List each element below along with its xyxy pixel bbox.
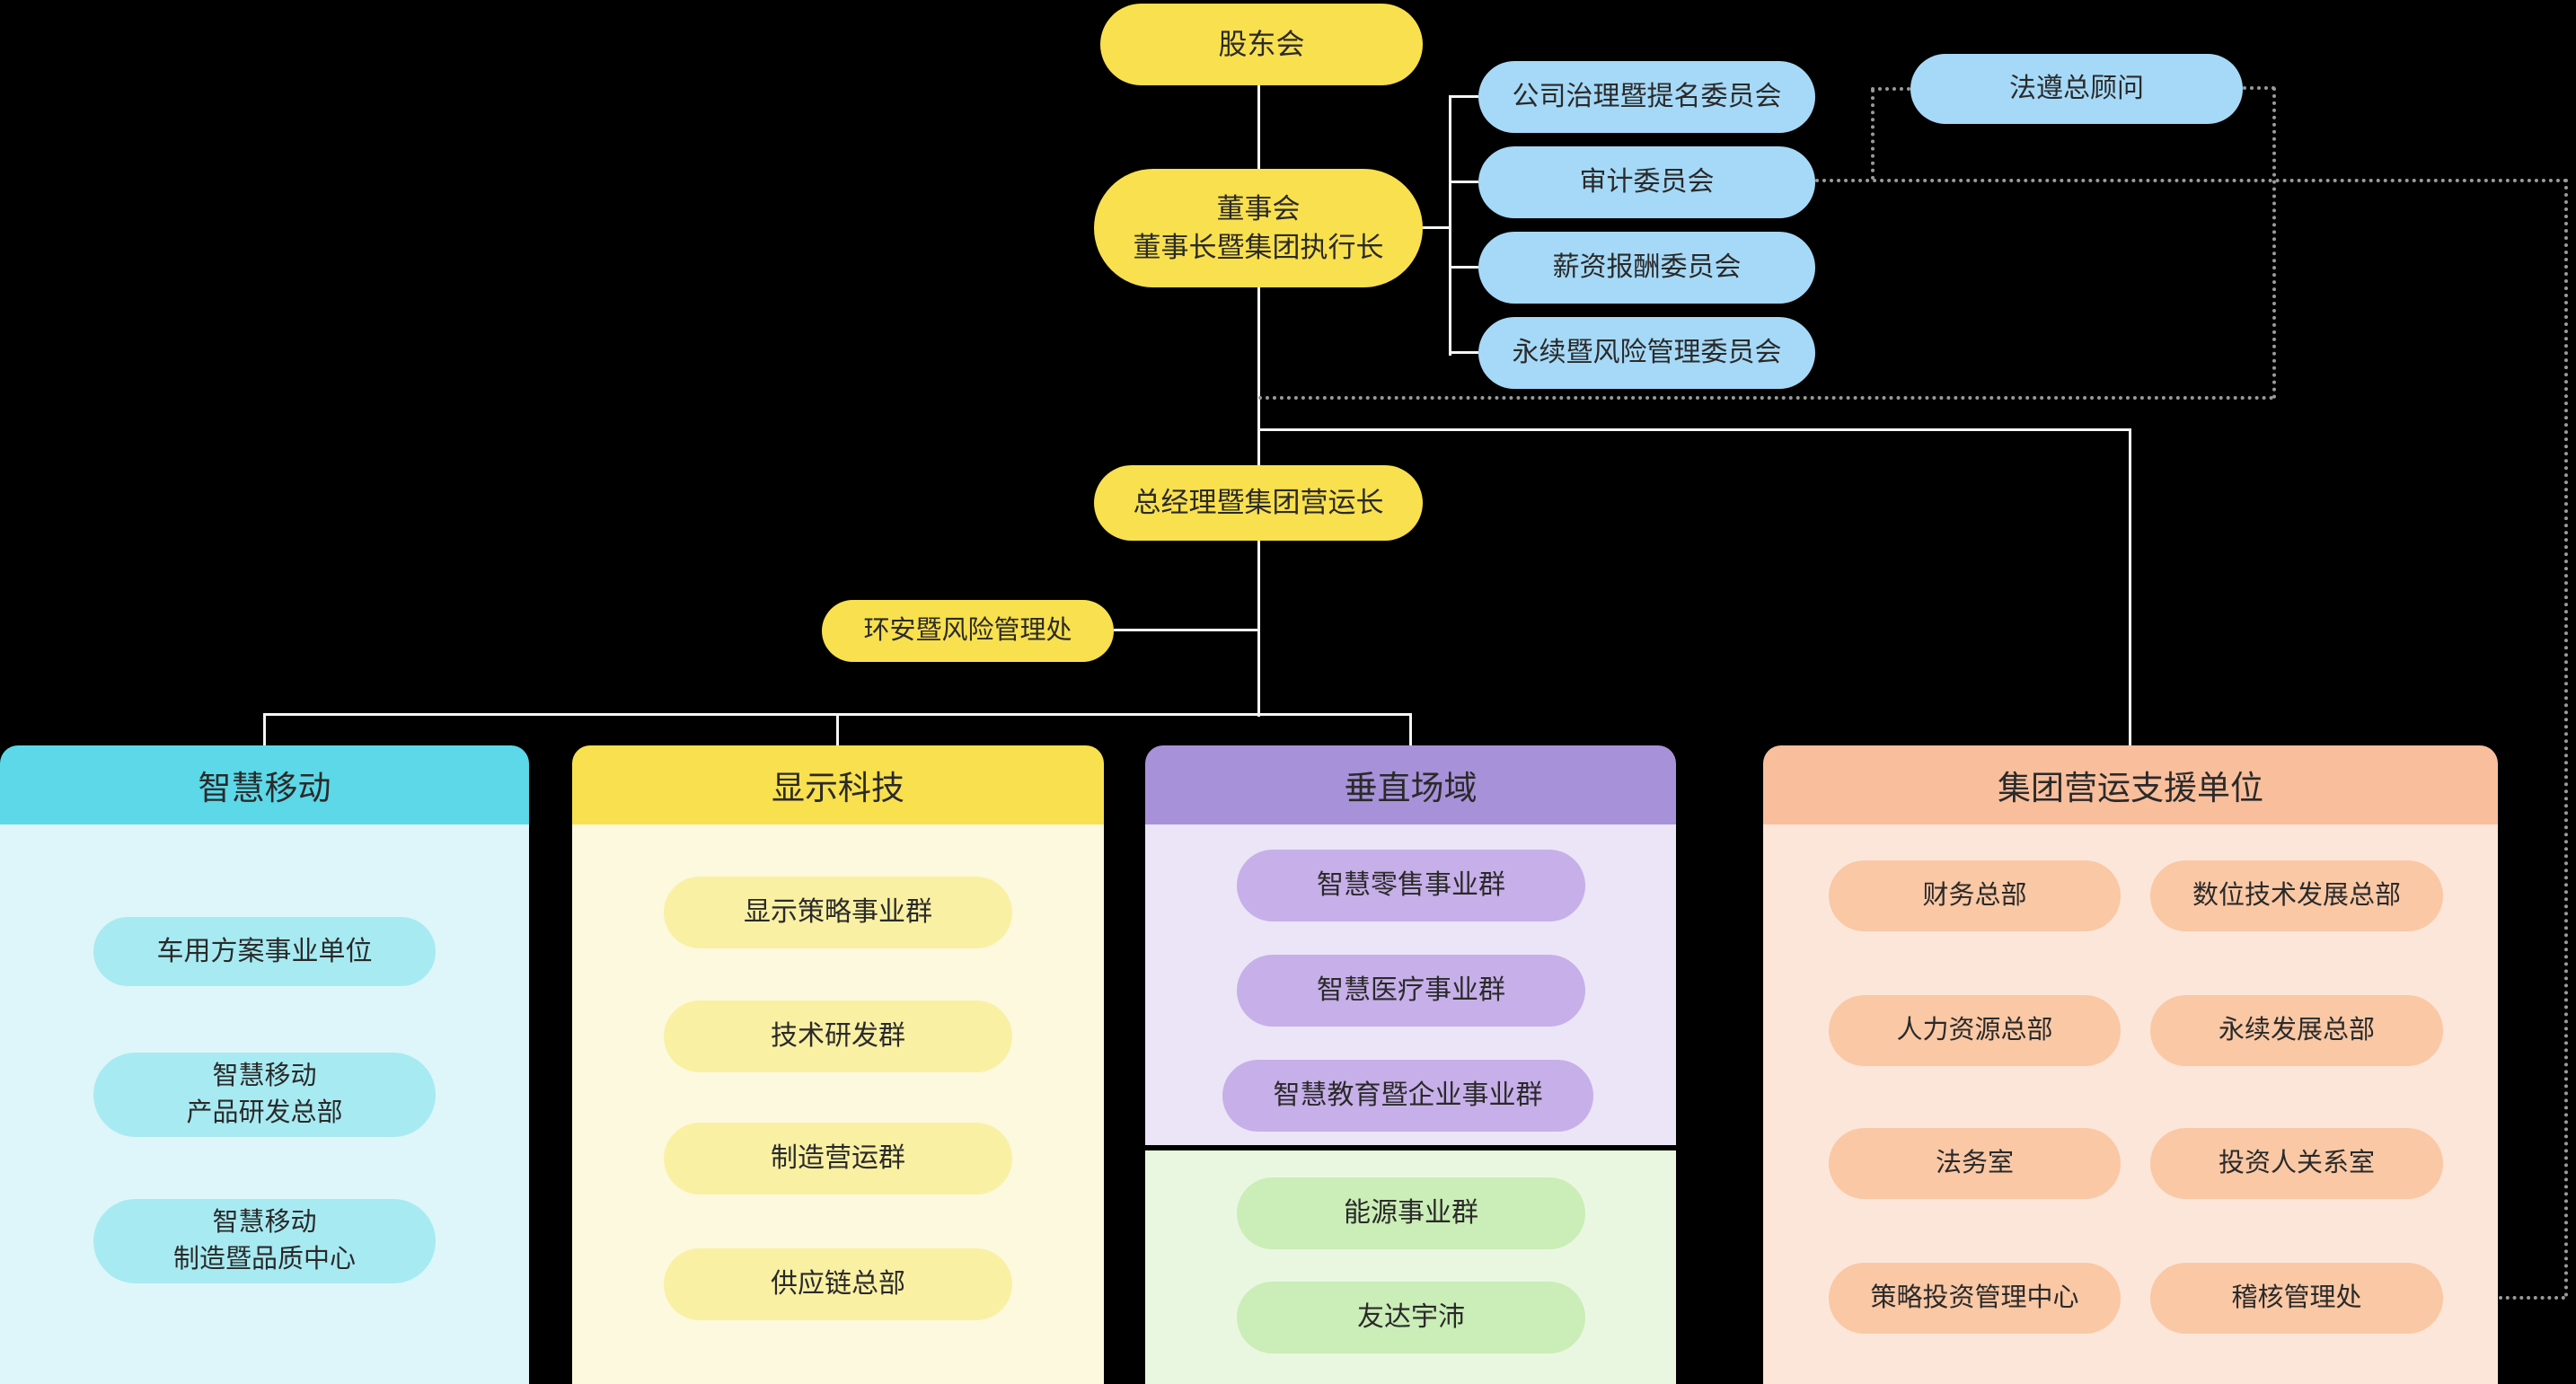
unit-auo-envirotech: 友达宇沛: [1237, 1282, 1585, 1353]
unit-digital-tech-hq: 数位技术发展总部: [2150, 860, 2443, 931]
unit-smart-healthcare: 智慧医疗事业群: [1237, 955, 1585, 1027]
dotted-compliance-stub: [2243, 86, 2275, 90]
dotted-compliance-board-h: [1258, 396, 2274, 400]
unit-display-strategy: 显示策略事业群: [664, 877, 1012, 948]
unit-strategic-investment: 策略投资管理中心: [1829, 1263, 2121, 1334]
connector-committee-bracket: [1449, 95, 1451, 356]
connector-committee-stub-2: [1449, 181, 1478, 183]
dotted-audit-compliance-h: [1871, 87, 1910, 91]
node-compliance-counsel: 法遵总顾问: [1910, 54, 2243, 124]
connector-president-divisions: [1257, 541, 1260, 717]
unit-supply-chain: 供应链总部: [664, 1248, 1012, 1320]
dotted-compliance-vertical: [2272, 87, 2276, 399]
connector-shareholders-board: [1257, 85, 1260, 172]
unit-finance-hq: 财务总部: [1829, 860, 2121, 931]
dotted-right-edge-vertical: [2564, 179, 2568, 1298]
dotted-audit-right-h: [1815, 179, 2568, 182]
unit-investor-relations: 投资人关系室: [2150, 1128, 2443, 1199]
node-committee-governance: 公司治理暨提名委员会: [1478, 61, 1815, 133]
node-ehs-office: 环安暨风险管理处: [822, 600, 1114, 662]
unit-energy: 能源事业群: [1237, 1177, 1585, 1249]
unit-mobility-product-rd: 智慧移动 产品研发总部: [93, 1053, 436, 1137]
division-header-display-tech: 显示科技: [572, 745, 1104, 824]
node-committee-audit: 审计委员会: [1478, 146, 1815, 218]
node-shareholders: 股东会: [1100, 4, 1423, 85]
unit-manufacturing-ops: 制造营运群: [664, 1123, 1012, 1194]
unit-automotive-solutions: 车用方案事业单位: [93, 917, 436, 986]
connector-drop-vertical: [1409, 713, 1412, 747]
connector-drop-smart-mobility: [263, 713, 266, 747]
node-committee-sustainability: 永续暨风险管理委员会: [1478, 317, 1815, 389]
connector-branch-support-v: [2129, 428, 2131, 747]
unit-audit-office: 稽核管理处: [2150, 1263, 2443, 1334]
unit-sustainability-hq: 永续发展总部: [2150, 995, 2443, 1066]
unit-smart-education-enterprise: 智慧教育暨企业事业群: [1222, 1060, 1593, 1132]
connector-committee-stub-3: [1449, 266, 1478, 269]
dotted-audit-office-stub: [2443, 1296, 2565, 1300]
connector-drop-display: [836, 713, 839, 747]
division-header-smart-mobility: 智慧移动: [0, 745, 529, 824]
unit-legal-office: 法务室: [1829, 1128, 2121, 1199]
unit-hr-hq: 人力资源总部: [1829, 995, 2121, 1066]
connector-branch-support-h: [1257, 428, 2131, 431]
connector-board-president: [1257, 287, 1260, 467]
connector-board-bracket: [1423, 226, 1450, 229]
connector-committee-stub-4: [1449, 351, 1478, 354]
node-board-chairman: 董事会 董事长暨集团执行长: [1094, 169, 1423, 287]
dotted-audit-compliance-v: [1871, 89, 1875, 180]
division-header-vertical-domains: 垂直场域: [1145, 745, 1676, 824]
connector-committee-stub-1: [1449, 95, 1478, 98]
node-president-coo: 总经理暨集团营运长: [1094, 465, 1423, 541]
unit-technology-rd: 技术研发群: [664, 1001, 1012, 1072]
unit-smart-retail: 智慧零售事业群: [1237, 850, 1585, 921]
division-header-group-support: 集团营运支援单位: [1763, 745, 2498, 824]
unit-mobility-mfg-quality: 智慧移动 制造暨品质中心: [93, 1199, 436, 1283]
connector-ehs-stub: [1114, 629, 1257, 631]
node-committee-compensation: 薪资报酬委员会: [1478, 232, 1815, 304]
